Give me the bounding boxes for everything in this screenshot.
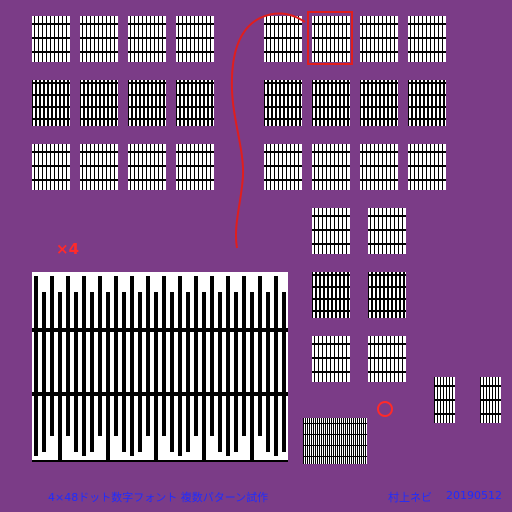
glyph-stroke	[210, 276, 214, 436]
glyph-block	[360, 80, 398, 126]
glyph-stroke	[162, 276, 166, 436]
glyph-stroke	[282, 292, 286, 452]
glyph-block	[312, 272, 350, 318]
glyph-stroke	[34, 276, 38, 456]
glyph-block	[80, 80, 118, 126]
glyph-block	[360, 16, 398, 62]
glyph-stroke	[218, 292, 222, 452]
glyph-block	[408, 144, 446, 190]
glyph-block	[264, 80, 302, 126]
glyph-stroke	[266, 292, 270, 452]
glyph-block	[32, 16, 70, 62]
caption-date: 20190512	[446, 489, 502, 502]
glyph-stroke	[226, 276, 230, 456]
glyph-crossbar	[32, 328, 288, 332]
caption-title: 4×48ドット数字フォント 複数パターン試作	[48, 491, 269, 504]
glyph-stroke	[146, 276, 150, 436]
glyph-stroke	[74, 292, 78, 452]
circle-mark	[377, 401, 393, 417]
glyph-block	[408, 16, 446, 62]
glyph-block	[312, 144, 350, 190]
glyph-stroke	[58, 292, 62, 462]
glyph-stroke	[170, 292, 174, 452]
glyph-stroke	[194, 276, 198, 436]
glyph-block	[80, 144, 118, 190]
glyph-block	[312, 336, 350, 382]
glyph-block	[80, 16, 118, 62]
glyph-block	[312, 80, 350, 126]
glyph-crossbar	[32, 392, 288, 396]
glyph-block	[264, 144, 302, 190]
narrow-glyph-block	[434, 377, 455, 423]
glyph-stroke	[258, 276, 262, 436]
glyph-stroke	[130, 276, 134, 456]
glyph-stroke	[42, 292, 46, 452]
glyph-block	[368, 336, 406, 382]
glyph-block	[360, 144, 398, 190]
glyph-block	[368, 272, 406, 318]
glyph-block	[128, 144, 166, 190]
glyph-block	[128, 16, 166, 62]
glyph-stroke	[106, 292, 110, 462]
glyph-stroke	[202, 292, 206, 462]
glyph-stroke	[82, 276, 86, 456]
glyph-stroke	[138, 292, 142, 452]
glyph-block	[312, 208, 350, 254]
glyph-stroke	[274, 276, 278, 456]
glyph-stroke	[98, 276, 102, 436]
glyph-stroke	[154, 292, 158, 462]
glyph-stroke	[242, 276, 246, 436]
glyph-block	[176, 144, 214, 190]
glyph-crossbar	[32, 460, 288, 462]
glyph-stroke	[234, 292, 238, 452]
glyph-block	[264, 16, 302, 62]
glyph-stroke	[178, 276, 182, 456]
glyph-stroke	[50, 276, 54, 436]
glyph-stroke	[250, 292, 254, 462]
glyph-block	[32, 144, 70, 190]
glyph-block	[32, 80, 70, 126]
enlarged-glyph-sample	[32, 272, 288, 462]
glyph-block	[312, 16, 350, 62]
glyph-block	[408, 80, 446, 126]
glyph-stroke	[186, 292, 190, 452]
scale-label: ×4	[56, 240, 80, 258]
glyph-block	[368, 208, 406, 254]
connector-line	[230, 12, 306, 249]
compact-glyph-sample	[303, 418, 367, 464]
narrow-glyph-block	[480, 377, 501, 423]
glyph-block	[176, 80, 214, 126]
glyph-stroke	[66, 276, 70, 436]
glyph-stroke	[114, 276, 118, 436]
glyph-stroke	[122, 292, 126, 452]
glyph-block	[128, 80, 166, 126]
caption-author: 村上ネビ	[388, 491, 432, 504]
glyph-block	[176, 16, 214, 62]
glyph-stroke	[90, 292, 94, 452]
highlight-box	[307, 11, 353, 65]
